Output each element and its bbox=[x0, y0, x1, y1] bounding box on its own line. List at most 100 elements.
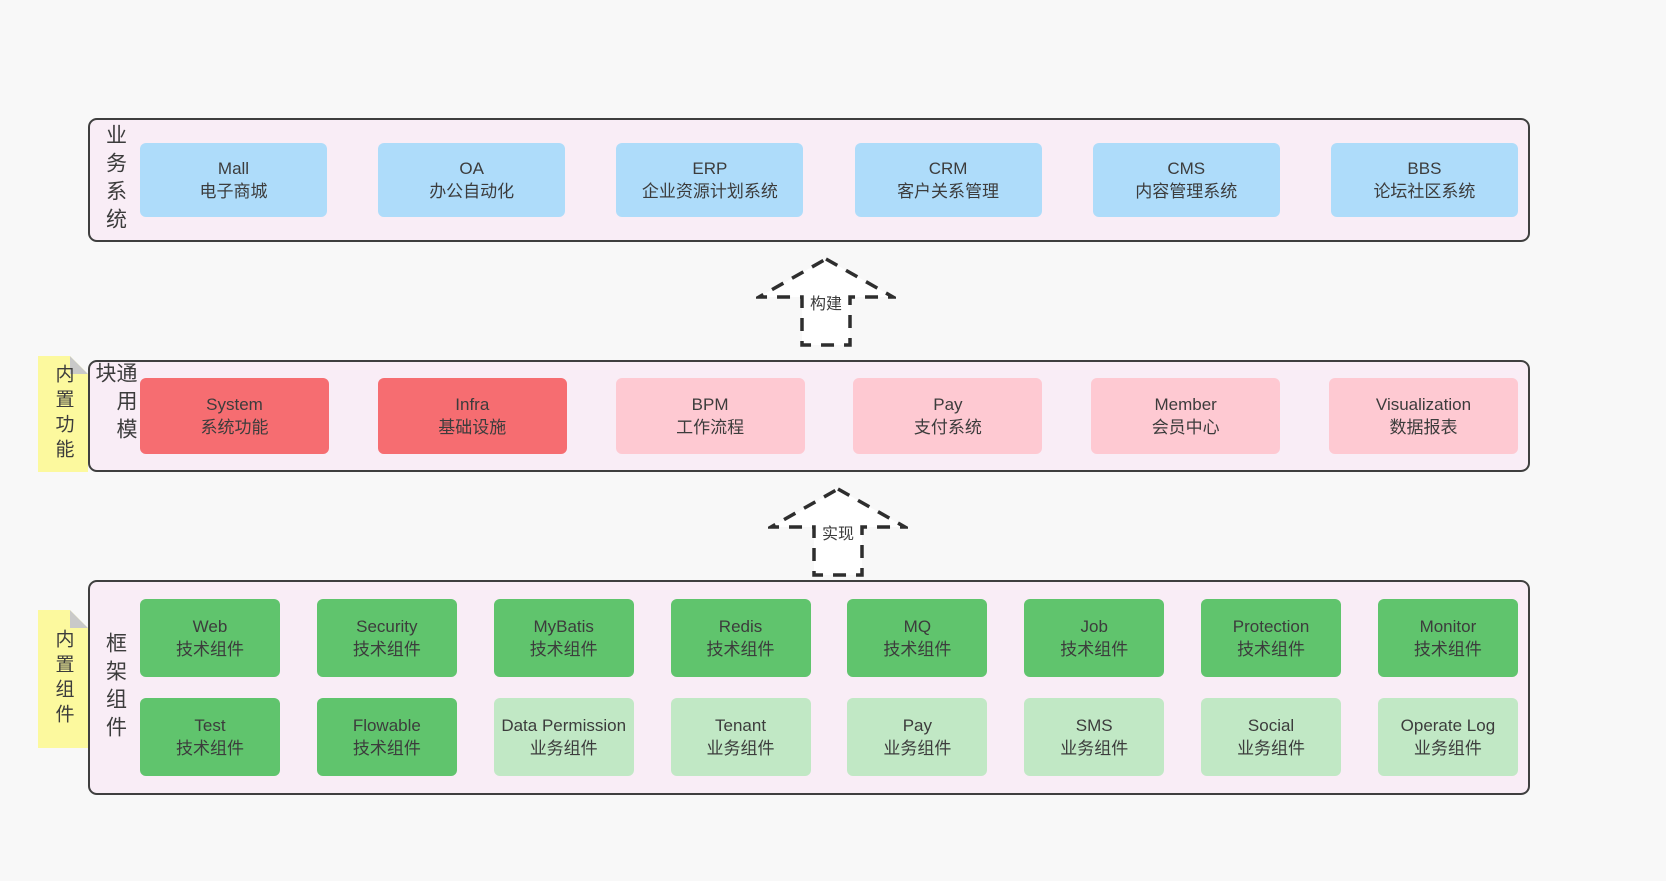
box-title: Test bbox=[194, 715, 226, 735]
box-title: BPM bbox=[691, 394, 729, 414]
box-title: Flowable bbox=[352, 715, 421, 735]
box-cms: CMS 内容管理系统 bbox=[1092, 143, 1280, 217]
box-mybatis: MyBatis 技术组件 bbox=[493, 599, 634, 677]
box-subtitle: 工作流程 bbox=[676, 418, 745, 437]
panel-side-label-business: 业务系统 bbox=[103, 124, 127, 236]
box-title: MQ bbox=[903, 616, 932, 636]
box-title: Mall bbox=[217, 158, 250, 178]
box-mq: MQ 技术组件 bbox=[847, 599, 988, 677]
box-title: Monitor bbox=[1419, 616, 1477, 636]
box-subtitle: 办公自动化 bbox=[429, 182, 515, 201]
box-title: CRM bbox=[928, 158, 968, 178]
box-subtitle: 客户关系管理 bbox=[897, 182, 1000, 201]
box-monitor: Monitor 技术组件 bbox=[1377, 599, 1518, 677]
box-title: SMS bbox=[1075, 715, 1113, 735]
box-title: Web bbox=[192, 616, 228, 636]
box-title: Social bbox=[1247, 715, 1295, 735]
arrow-label-implement: 实现 bbox=[818, 524, 858, 546]
box-title: Tenant bbox=[715, 715, 767, 735]
folded-corner-icon bbox=[70, 610, 88, 628]
box-subtitle: 业务组件 bbox=[1237, 739, 1306, 758]
box-subtitle: 技术组件 bbox=[176, 739, 244, 758]
box-title: MyBatis bbox=[533, 616, 594, 636]
sticky-tag-label: 内置组件 bbox=[52, 629, 74, 729]
box-title: Protection bbox=[1232, 616, 1310, 636]
box-subtitle: 技术组件 bbox=[352, 640, 421, 659]
box-test: Test 技术组件 bbox=[140, 698, 280, 776]
box-mall: Mall 电子商城 bbox=[140, 143, 327, 217]
box-title: Job bbox=[1080, 616, 1108, 636]
box-subtitle: 技术组件 bbox=[529, 640, 598, 659]
box-subtitle: 业务组件 bbox=[529, 739, 598, 758]
box-subtitle: 技术组件 bbox=[883, 640, 952, 659]
box-title: CMS bbox=[1167, 158, 1206, 178]
box-title: Operate Log bbox=[1400, 715, 1496, 735]
box-system: System 系统功能 bbox=[140, 378, 329, 454]
box-tenant: Tenant 业务组件 bbox=[670, 698, 811, 776]
box-subtitle: 技术组件 bbox=[176, 640, 244, 659]
box-oa: OA 办公自动化 bbox=[378, 143, 566, 217]
box-title: OA bbox=[459, 158, 484, 178]
box-title: Redis bbox=[718, 616, 763, 636]
box-rows: Mall 电子商城 OA 办公自动化 ERP 企业资源计划系统 CRM 客户关系管理 CMS 内容… bbox=[140, 120, 1528, 240]
box-subtitle: 企业资源计划系统 bbox=[641, 182, 778, 201]
box-redis: Redis 技术组件 bbox=[670, 599, 811, 677]
box-web: Web 技术组件 bbox=[140, 599, 280, 677]
box-data-permission: Data Permission 业务组件 bbox=[493, 698, 634, 776]
box-subtitle: 技术组件 bbox=[1060, 640, 1129, 659]
box-title: Pay bbox=[933, 394, 963, 414]
box-subtitle: 系统功能 bbox=[200, 418, 269, 437]
box-subtitle: 业务组件 bbox=[1413, 739, 1482, 758]
box-subtitle: 数据报表 bbox=[1389, 418, 1458, 437]
box-title: Member bbox=[1154, 394, 1217, 414]
box-subtitle: 业务组件 bbox=[1060, 739, 1129, 758]
box-protection: Protection 技术组件 bbox=[1201, 599, 1342, 677]
box-crm: CRM 客户关系管理 bbox=[854, 143, 1042, 217]
box-subtitle: 内容管理系统 bbox=[1135, 182, 1238, 201]
box-member: Member 会员中心 bbox=[1091, 378, 1281, 454]
panel-side-label-modules: 通用模块 bbox=[93, 362, 137, 446]
arrow-label-build: 构建 bbox=[806, 294, 846, 316]
box-subtitle: 支付系统 bbox=[913, 418, 982, 437]
box-title: ERP bbox=[692, 158, 728, 178]
box-title: Data Permission bbox=[501, 715, 627, 735]
box-subtitle: 技术组件 bbox=[1413, 640, 1482, 659]
box-title: Visualization bbox=[1375, 394, 1472, 414]
box-title: System bbox=[206, 394, 263, 414]
sticky-tag-builtin-components: 内置组件 bbox=[38, 610, 88, 748]
box-erp: ERP 企业资源计划系统 bbox=[616, 143, 804, 217]
box-subtitle: 技术组件 bbox=[706, 640, 775, 659]
box-title: BBS bbox=[1407, 158, 1442, 178]
box-subtitle: 业务组件 bbox=[706, 739, 775, 758]
box-subtitle: 技术组件 bbox=[1237, 640, 1306, 659]
box-subtitle: 电子商城 bbox=[199, 182, 268, 201]
box-subtitle: 基础设施 bbox=[438, 418, 507, 437]
box-job: Job 技术组件 bbox=[1024, 599, 1165, 677]
arrow-up-build: 构建 bbox=[756, 256, 896, 348]
sticky-tag-builtin-features: 内置功能 bbox=[38, 356, 88, 472]
box-operate-log: Operate Log 业务组件 bbox=[1377, 698, 1518, 776]
box-row: Mall 电子商城 OA 办公自动化 ERP 企业资源计划系统 CRM 客户关系管理 CMS 内容… bbox=[140, 143, 1518, 217]
arrow-up-implement: 实现 bbox=[768, 486, 908, 578]
box-social: Social 业务组件 bbox=[1201, 698, 1342, 776]
box-subtitle: 论坛社区系统 bbox=[1373, 182, 1476, 201]
sticky-tag-label: 内置功能 bbox=[52, 364, 74, 464]
box-visualization: Visualization 数据报表 bbox=[1328, 378, 1518, 454]
box-bpm: BPM 工作流程 bbox=[615, 378, 805, 454]
box-sms: SMS 业务组件 bbox=[1024, 698, 1165, 776]
box-subtitle: 会员中心 bbox=[1151, 418, 1220, 437]
box-title: Pay bbox=[902, 715, 933, 735]
box-pay: Pay 支付系统 bbox=[853, 378, 1043, 454]
